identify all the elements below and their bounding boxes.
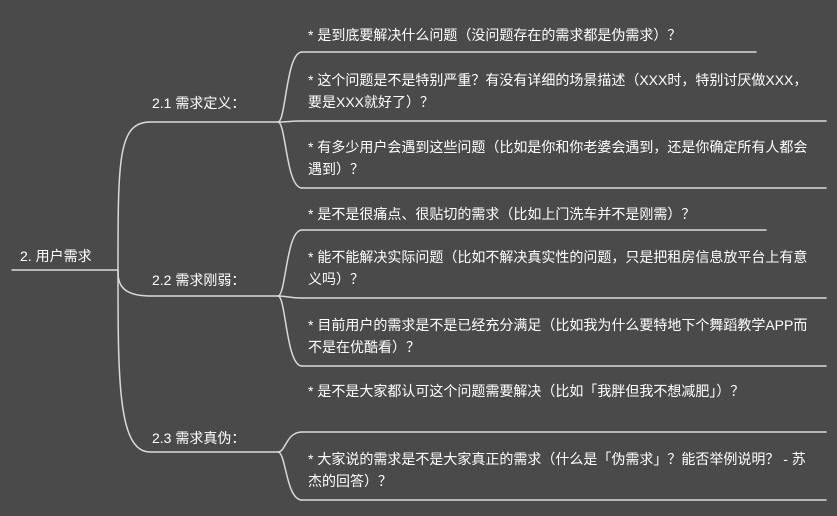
b3-to-leaf-2 — [277, 451, 303, 501]
root-node[interactable]: 2. 用户需求 — [20, 245, 92, 267]
branch-node-requirement-strength[interactable]: 2.2 需求刚弱： — [152, 269, 245, 291]
leaf-text: * 是到底要解决什么问题（没问题存在的需求都是伪需求）？ — [308, 27, 682, 43]
branch-node-requirement-authenticity[interactable]: 2.3 需求真伪： — [152, 427, 245, 449]
leaf-text: * 是不是大家都认可这个问题需要解决（比如「我胖但我不想减肥」）？ — [308, 383, 745, 399]
leaf-node[interactable]: * 这个问题是不是特别严重？有没有详细的场景描述（XXX时，特别讨厌做XXX，要… — [308, 69, 818, 113]
b1-to-leaf-1 — [277, 51, 303, 123]
b1-to-leaf-3 — [277, 121, 303, 189]
leaf-text: * 这个问题是不是特别严重？有没有详细的场景描述（XXX时，特别讨厌做XXX，要… — [308, 72, 808, 110]
leaf-node[interactable]: * 大家说的需求是不是大家真正的需求（什么是「伪需求」？能否举例说明？ - 苏杰… — [308, 448, 818, 492]
branch-label: 2.1 需求定义： — [152, 95, 246, 111]
b2-to-leaf-3 — [277, 295, 303, 367]
leaf-node[interactable]: * 是不是大家都认可这个问题需要解决（比如「我胖但我不想减肥」）？ — [308, 380, 778, 402]
leaf-node[interactable]: * 是不是很痛点、很贴切的需求（比如上门洗车并不是刚需）？ — [308, 203, 828, 225]
leaf-text: * 有多少用户会遇到这些问题（比如是你和你老婆会遇到，还是你确定所有人都会遇到）… — [308, 139, 808, 177]
leaf-text: * 是不是很痛点、很贴切的需求（比如上门洗车并不是刚需）？ — [308, 206, 696, 222]
root-to-branch-3 — [117, 269, 151, 453]
leaf-node[interactable]: * 目前用户的需求是不是已经充分满足（比如我为什么要特地下个舞蹈教学APP而不是… — [308, 314, 818, 358]
branch-label: 2.3 需求真伪： — [152, 430, 246, 446]
leaf-text: * 大家说的需求是不是大家真正的需求（什么是「伪需求」？能否举例说明？ - 苏杰… — [308, 451, 806, 489]
leaf-text: * 目前用户的需求是不是已经充分满足（比如我为什么要特地下个舞蹈教学APP而不是… — [308, 317, 808, 355]
leaf-node[interactable]: * 有多少用户会遇到这些问题（比如是你和你老婆会遇到，还是你确定所有人都会遇到）… — [308, 136, 818, 180]
b1-to-leaf-2 — [277, 120, 303, 123]
root-to-branch-2 — [117, 269, 151, 297]
b3-to-leaf-1 — [277, 431, 303, 453]
b2-to-leaf-1 — [277, 229, 303, 297]
b2-to-leaf-2 — [277, 295, 303, 299]
root-to-branch-1 — [117, 121, 151, 271]
leaf-node[interactable]: * 能不能解决实际问题（比如不解决真实性的问题，只是把租房信息放平台上有意义吗）… — [308, 246, 818, 290]
root-label: 2. 用户需求 — [20, 248, 92, 264]
leaf-text: * 能不能解决实际问题（比如不解决真实性的问题，只是把租房信息放平台上有意义吗）… — [308, 249, 808, 287]
branch-node-requirement-definition[interactable]: 2.1 需求定义： — [152, 92, 245, 114]
leaf-node[interactable]: * 是到底要解决什么问题（没问题存在的需求都是伪需求）？ — [308, 24, 828, 46]
branch-label: 2.2 需求刚弱： — [152, 272, 246, 288]
